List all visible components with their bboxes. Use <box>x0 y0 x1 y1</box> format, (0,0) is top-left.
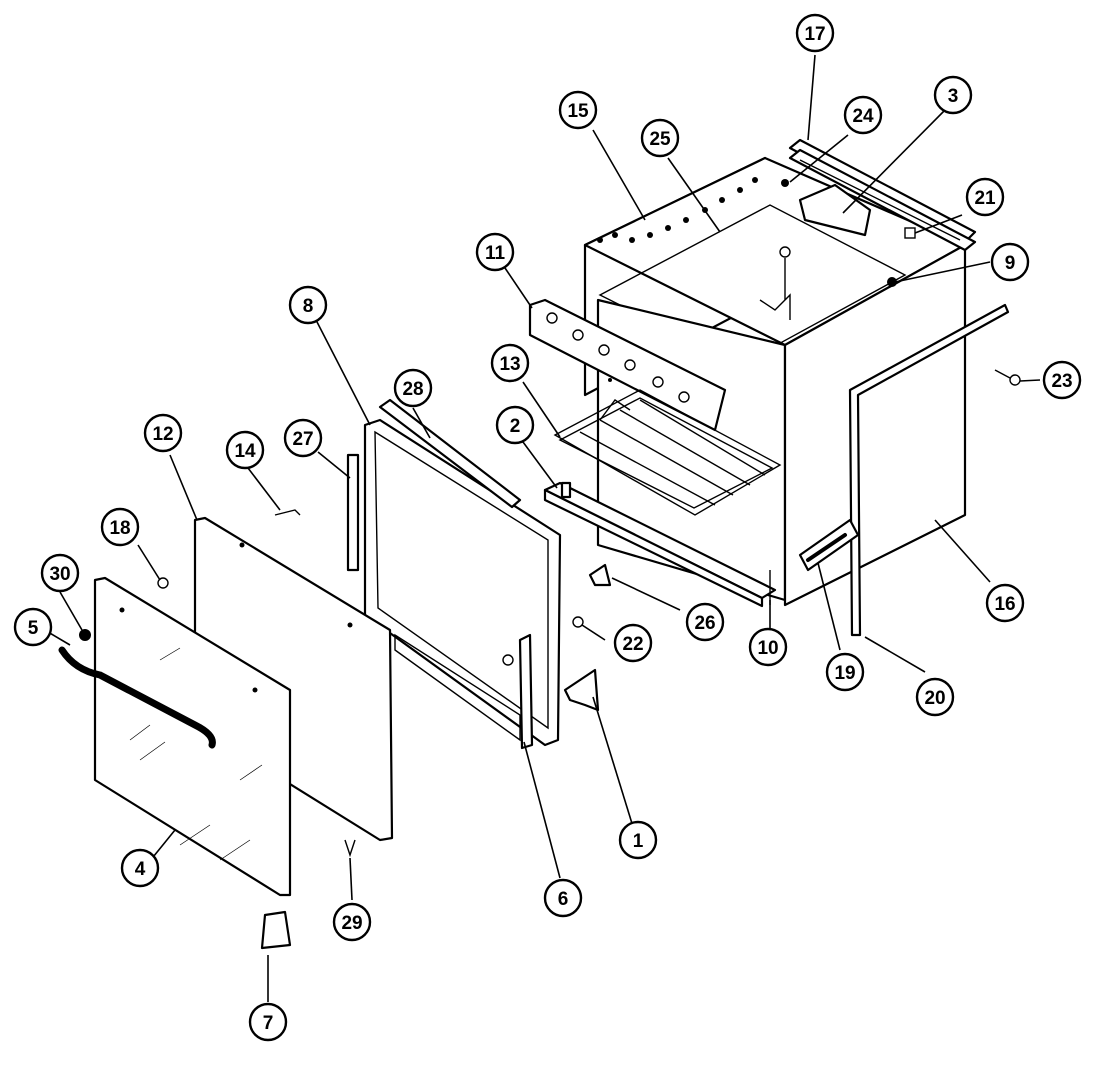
svg-text:9: 9 <box>1005 253 1016 274</box>
rear-bracket <box>788 138 977 252</box>
insulation-strip <box>346 453 360 572</box>
callout-25[interactable]: 25 <box>640 118 680 158</box>
callout-20[interactable]: 20 <box>915 677 955 717</box>
callout-17[interactable]: 17 <box>795 13 835 53</box>
callout-28[interactable]: 28 <box>393 368 433 408</box>
callout-14[interactable]: 14 <box>225 430 265 470</box>
screw-14 <box>274 509 301 516</box>
clip-door <box>502 654 514 666</box>
svg-text:23: 23 <box>1051 371 1072 392</box>
callout-7[interactable]: 7 <box>248 1002 288 1042</box>
callout-11[interactable]: 11 <box>475 232 515 272</box>
leader-lines <box>47 54 1041 1002</box>
screw-23 <box>994 369 1021 386</box>
handle-cap <box>79 629 91 641</box>
svg-text:14: 14 <box>234 441 256 462</box>
svg-text:19: 19 <box>834 663 855 684</box>
svg-text:10: 10 <box>757 638 778 659</box>
svg-text:27: 27 <box>292 429 313 450</box>
callout-8[interactable]: 8 <box>288 285 328 325</box>
svg-text:15: 15 <box>567 101 589 122</box>
callout-15[interactable]: 15 <box>558 90 598 130</box>
callout-13[interactable]: 13 <box>490 343 530 383</box>
svg-text:21: 21 <box>974 188 996 209</box>
callout-10[interactable]: 10 <box>748 627 788 667</box>
svg-text:26: 26 <box>694 613 715 634</box>
callout-30[interactable]: 30 <box>40 553 80 593</box>
svg-text:5: 5 <box>28 618 39 639</box>
callout-12[interactable]: 12 <box>143 413 183 453</box>
svg-text:17: 17 <box>804 24 825 45</box>
callout-27[interactable]: 27 <box>283 418 323 458</box>
callout-9[interactable]: 9 <box>990 242 1030 282</box>
bracket-19 <box>798 518 860 572</box>
callout-3[interactable]: 3 <box>933 75 973 115</box>
svg-text:4: 4 <box>135 859 146 880</box>
vent-duct <box>798 183 872 237</box>
side-trim <box>848 303 1010 637</box>
callout-23[interactable]: 23 <box>1042 360 1082 400</box>
screw-18 <box>157 577 169 589</box>
seal-strip <box>378 398 522 509</box>
outer-door <box>58 576 292 897</box>
svg-text:1: 1 <box>633 831 644 852</box>
callout-29[interactable]: 29 <box>332 902 372 942</box>
screw-22 <box>572 616 584 628</box>
callout-19[interactable]: 19 <box>825 652 865 692</box>
callout-21[interactable]: 21 <box>965 177 1005 217</box>
svg-text:20: 20 <box>924 688 945 709</box>
callout-2[interactable]: 2 <box>495 405 535 445</box>
hinge-1 <box>563 668 600 712</box>
callout-4[interactable]: 4 <box>120 848 160 888</box>
bottom-trim <box>543 481 777 608</box>
callout-6[interactable]: 6 <box>543 878 583 918</box>
svg-text:25: 25 <box>649 129 671 150</box>
door-hinge <box>518 633 534 750</box>
svg-text:12: 12 <box>152 424 173 445</box>
svg-text:16: 16 <box>994 594 1015 615</box>
bracket-26 <box>588 563 612 587</box>
svg-text:30: 30 <box>49 564 70 585</box>
svg-text:22: 22 <box>622 634 643 655</box>
callout-18[interactable]: 18 <box>100 507 140 547</box>
svg-text:8: 8 <box>303 296 314 317</box>
callout-22[interactable]: 22 <box>613 623 653 663</box>
svg-text:28: 28 <box>402 379 423 400</box>
svg-text:6: 6 <box>558 889 569 910</box>
callout-24[interactable]: 24 <box>843 95 883 135</box>
screw-9 <box>887 277 897 287</box>
callout-26[interactable]: 26 <box>685 602 725 642</box>
front-frame <box>528 298 727 432</box>
callouts: 1 2 3 4 5 6 7 8 9 10 11 12 13 14 15 16 1… <box>13 13 1082 1042</box>
svg-text:11: 11 <box>485 243 506 264</box>
svg-text:2: 2 <box>510 416 521 437</box>
callout-5[interactable]: 5 <box>13 607 53 647</box>
svg-text:24: 24 <box>852 106 874 127</box>
svg-text:29: 29 <box>341 913 362 934</box>
callout-16[interactable]: 16 <box>985 583 1025 623</box>
hinge-7 <box>260 910 292 950</box>
svg-text:3: 3 <box>948 86 959 107</box>
callout-1[interactable]: 1 <box>618 820 658 860</box>
svg-text:13: 13 <box>499 354 520 375</box>
oven-rack <box>553 389 782 516</box>
screw-29 <box>344 839 356 858</box>
clip-24 <box>781 179 789 187</box>
svg-text:18: 18 <box>109 518 130 539</box>
svg-text:7: 7 <box>263 1013 274 1034</box>
